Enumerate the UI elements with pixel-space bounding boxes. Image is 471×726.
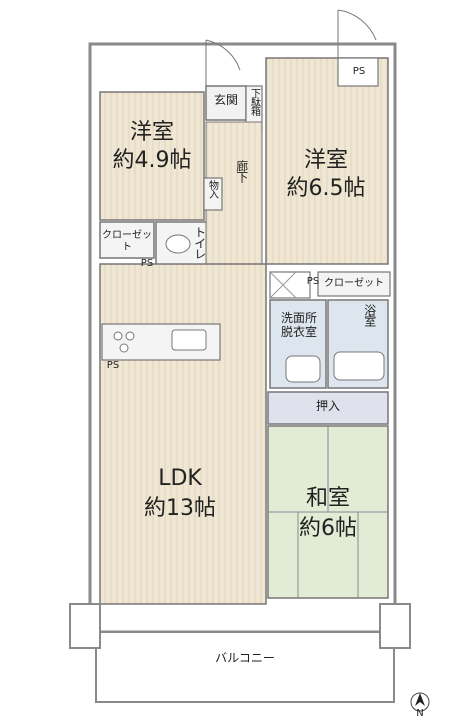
closet-left xyxy=(99,221,155,259)
western-room-2-size: 約6.5帖 xyxy=(286,176,366,201)
ps-mid-label: PS xyxy=(306,276,320,287)
closet-right xyxy=(317,271,391,297)
ps-kitchen-label: PS xyxy=(106,360,120,371)
western-room-2-name: 洋室 xyxy=(303,148,348,173)
ldk-name: LDK xyxy=(158,466,202,491)
western-room-1-size: 約4.9帖 xyxy=(112,148,192,173)
entrance-area xyxy=(205,85,247,121)
ps-mid-box xyxy=(269,271,311,299)
toilet-bowl xyxy=(165,234,191,254)
closet-right-label: クローゼット xyxy=(324,278,384,289)
wash-basin xyxy=(285,355,321,383)
closet-left-label: クローゼット xyxy=(102,230,152,253)
stove-burner xyxy=(125,331,135,341)
stove-burner xyxy=(119,343,129,353)
japanese-room-size: 約6帖 xyxy=(299,516,357,541)
entrance-door xyxy=(205,39,241,86)
balcony xyxy=(95,631,395,703)
oshiire-label: 押入 xyxy=(315,399,340,413)
western-room-1-name: 洋室 xyxy=(129,120,174,145)
corridor-label: 廊下 xyxy=(234,160,249,182)
entrance-label: 玄関 xyxy=(213,93,238,107)
toilet-label: トイレ xyxy=(192,226,207,259)
oshiire xyxy=(267,391,389,425)
stove-burner xyxy=(113,331,123,341)
shoe-cabinet-label: 下駄箱 xyxy=(248,88,260,115)
storage xyxy=(203,177,223,211)
bath-label: 浴室 xyxy=(362,304,377,326)
ldk-size: 約13帖 xyxy=(144,496,216,521)
washroom-label: 洗面所 脱衣室 xyxy=(280,311,317,339)
japanese-room-name: 和室 xyxy=(305,486,350,511)
ps-top-label: PS xyxy=(352,66,366,77)
western-room-1 xyxy=(99,91,205,221)
ldk-floor xyxy=(99,263,267,605)
bathtub xyxy=(333,351,385,381)
north-arrow-icon xyxy=(415,693,425,706)
storage-label: 物入 xyxy=(206,180,218,198)
balcony-pillar-left xyxy=(69,603,101,649)
balcony-pillar-right xyxy=(379,603,411,649)
ps-door xyxy=(337,9,377,58)
ps-top-box xyxy=(337,57,379,87)
western-room-2 xyxy=(265,57,389,265)
ps-left-label: PS xyxy=(140,258,154,269)
north-label: N xyxy=(416,708,424,719)
balcony-label: バルコニー xyxy=(215,651,275,665)
kitchen-sink xyxy=(171,329,207,351)
